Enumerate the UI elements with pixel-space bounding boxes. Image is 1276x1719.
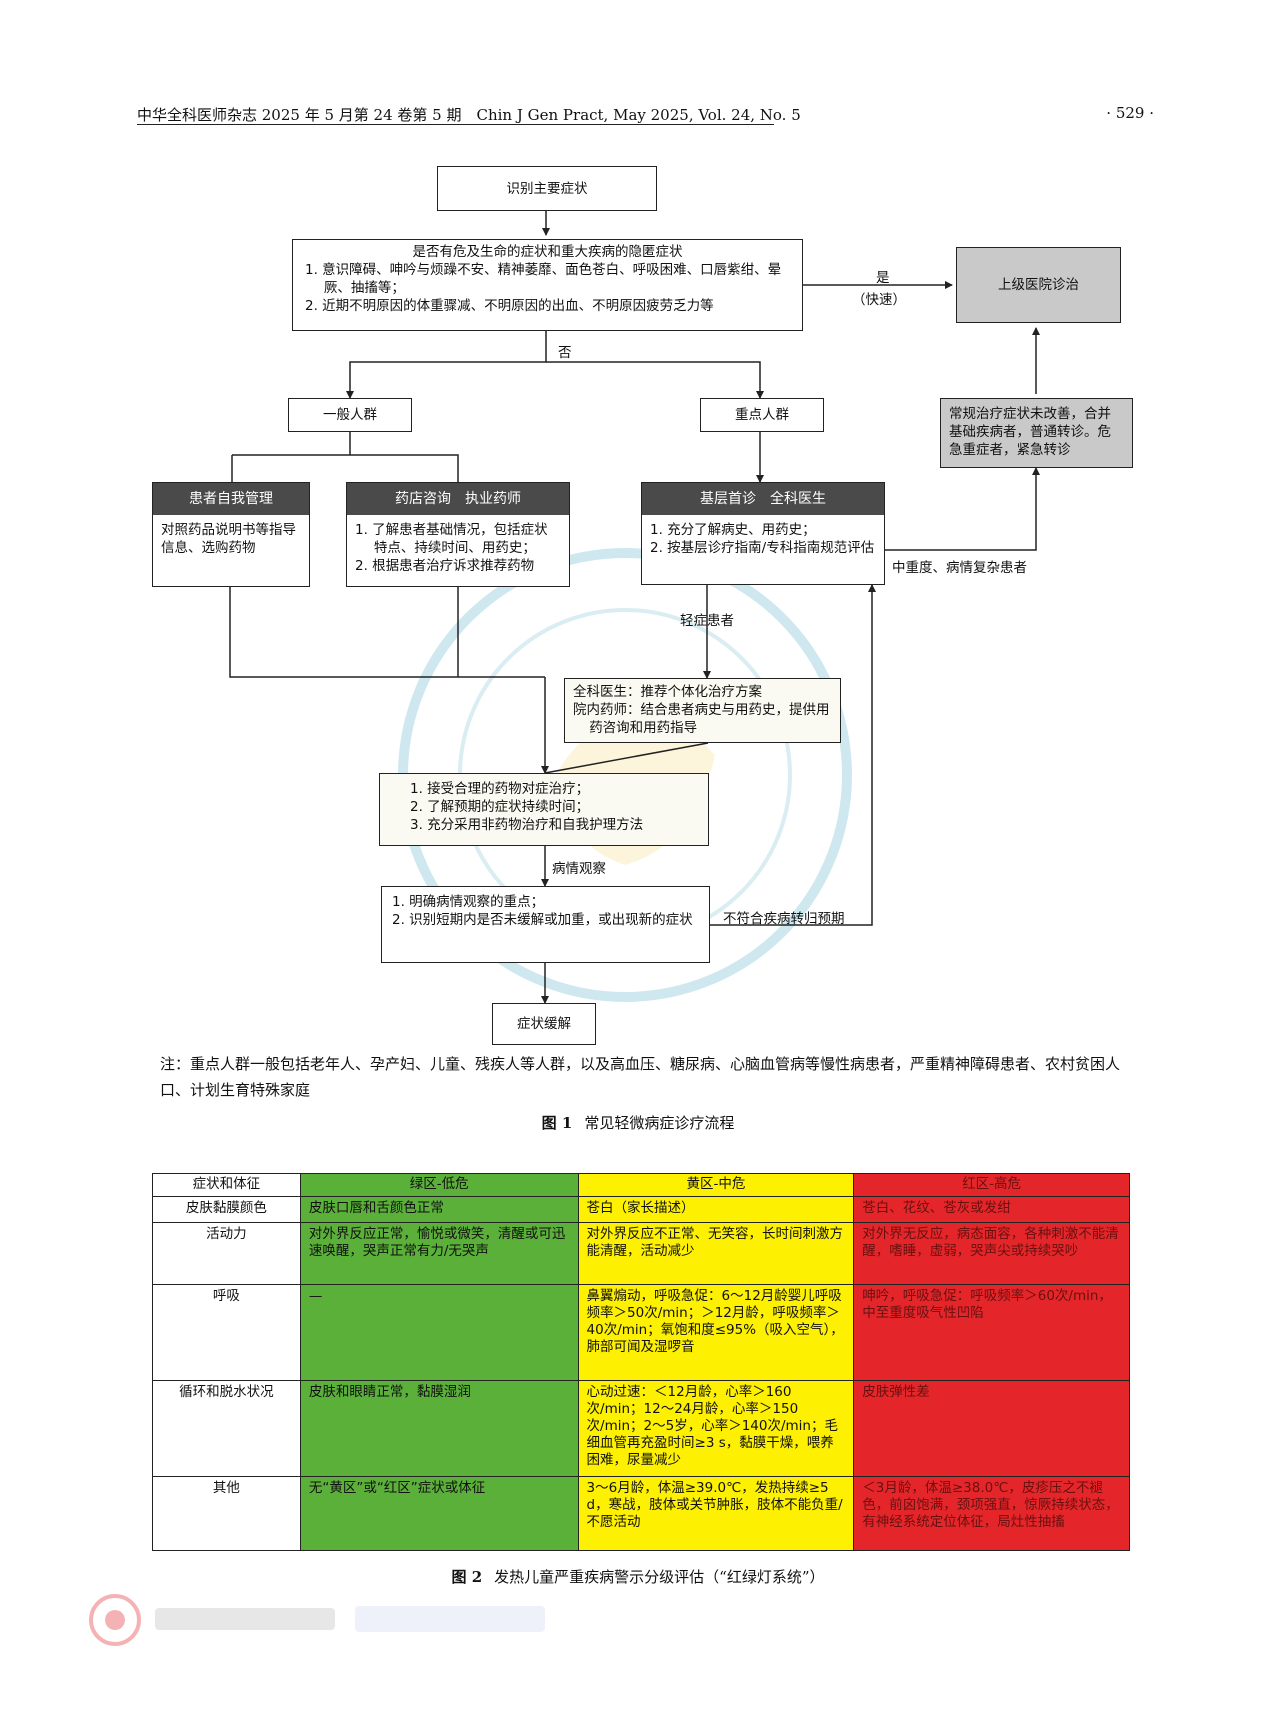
treatment-item: 2. 了解预期的症状持续时间； [410, 799, 590, 815]
observation-box: 1. 明确病情观察的重点； 2. 识别短期内是否未缓解或加重，或出现新的症状 [381, 886, 710, 963]
header-yellow-zone: 黄区-中危 [577, 1173, 855, 1197]
table-row: 皮肤黏膜颜色 皮肤口唇和舌颜色正常 苍白（家长描述） 苍白、花纹、苍灰或发绀 [152, 1196, 1130, 1223]
general-population-box: 一般人群 [288, 398, 412, 432]
danger-screen-title: 是否有危及生命的症状和重大疾病的隐匿症状 [412, 244, 683, 260]
red-cell: 皮肤弹性差 [853, 1380, 1130, 1477]
treatment-item: 1. 接受合理的药物对症治疗； [410, 781, 590, 797]
yellow-cell: 鼻翼煽动，呼吸急促：6～12月龄婴儿呼吸频率＞50次/min；＞12月龄，呼吸频… [577, 1284, 855, 1381]
referral-text: 常规治疗症状未改善，合并基础疾病者，普通转诊。危急重症者，紧急转诊 [949, 406, 1111, 458]
general-population-text: 一般人群 [323, 407, 377, 423]
table-row: 活动力 对外界反应正常，愉悦或微笑，清醒或可迅速唤醒，哭声正常有力/无哭声 对外… [152, 1222, 1130, 1285]
fast-label: （快速） [852, 292, 906, 308]
danger-item: 1. 意识障碍、呻吟与烦躁不安、精神萎靡、面色苍白、呼吸困难、口唇紫绀、晕厥、抽… [305, 262, 782, 296]
key-population-text: 重点人群 [735, 407, 789, 423]
table-row: 其他 无“黄区”或“红区”症状或体征 3～6月龄，体温≥39.0℃，发热持续≥5… [152, 1476, 1130, 1551]
table-row: 呼吸 — 鼻翼煽动，呼吸急促：6～12月龄婴儿呼吸频率＞50次/min；＞12月… [152, 1284, 1130, 1381]
publisher-logo [89, 1594, 545, 1646]
key-population-box: 重点人群 [700, 398, 824, 432]
header-rule [137, 124, 774, 125]
primary-care-box: 基层首诊 全科医生 1. 充分了解病史、用药史； 2. 按基层诊疗指南/专科指南… [641, 482, 885, 585]
identify-symptoms-box: 识别主要症状 [437, 166, 657, 211]
header-red-zone: 红区-高危 [853, 1173, 1130, 1197]
gp-line: 全科医生：推荐个体化治疗方案 [573, 684, 762, 700]
symptom-relief-box: 症状缓解 [492, 1003, 596, 1045]
figure-1-number: 图 1 [541, 1114, 573, 1132]
flowchart-connectors [229, 210, 1040, 1004]
table-row: 循环和脱水状况 皮肤和眼睛正常，黏膜湿润 心动过速：＜12月龄，心率＞160次/… [152, 1380, 1130, 1477]
pharmacy-list: 1. 了解患者基础情况，包括症状特点、持续时间、用药史； 2. 根据患者治疗诉求… [355, 521, 561, 575]
observation-item: 2. 识别短期内是否未缓解或加重，或出现新的症状 [392, 912, 693, 928]
red-cell: 对外界无反应，病态面容，各种刺激不能清醒，嗜睡，虚弱，哭声尖或持续哭吵 [853, 1222, 1130, 1285]
gp-pharmacist-box: 全科医生：推荐个体化治疗方案 院内药师：结合患者病史与用药史，提供用药咨询和用药… [564, 678, 841, 743]
identify-symptoms-text: 识别主要症状 [506, 180, 588, 197]
figure-2-caption: 图 2 发热儿童严重疾病警示分级评估（“红绿灯系统”） [0, 1566, 1276, 1587]
green-cell: 皮肤和眼睛正常，黏膜湿润 [299, 1380, 579, 1477]
running-header: 中华全科医师杂志 2025 年 5 月第 24 卷第 5 期 Chin J Ge… [137, 106, 801, 124]
primary-care-title: 基层首诊 全科医生 [642, 483, 884, 515]
upper-hospital-box: 上级医院诊治 [956, 247, 1121, 323]
self-management-box: 患者自我管理 对照药品说明书等指导信息、选购药物 [152, 482, 310, 587]
primary-care-list: 1. 充分了解病史、用药史； 2. 按基层诊疗指南/专科指南规范评估 [650, 521, 876, 557]
treatment-list: 1. 接受合理的药物对症治疗； 2. 了解预期的症状持续时间； 3. 充分采用非… [410, 780, 678, 834]
row-label: 其他 [152, 1476, 301, 1551]
upper-hospital-text: 上级医院诊治 [998, 277, 1079, 293]
traffic-light-table: 症状和体征 绿区-低危 黄区-中危 红区-高危 皮肤黏膜颜色 皮肤口唇和舌颜色正… [152, 1173, 1130, 1551]
danger-screen-box: 是否有危及生命的症状和重大疾病的隐匿症状 1. 意识障碍、呻吟与烦躁不安、精神萎… [292, 239, 803, 331]
header-green-zone: 绿区-低危 [299, 1173, 579, 1197]
yellow-cell: 对外界反应不正常、无笑容，长时间刺激方能清醒，活动减少 [577, 1222, 855, 1285]
figure-2-number: 图 2 [451, 1568, 483, 1586]
self-management-text: 对照药品说明书等指导信息、选购药物 [161, 522, 296, 556]
red-cell: ＜3月龄，体温≥38.0℃，皮疹压之不褪色，前囟饱满，颈项强直，惊厥持续状态，有… [853, 1476, 1130, 1551]
header-symptoms: 症状和体征 [152, 1173, 301, 1197]
yellow-cell: 心动过速：＜12月龄，心率＞160次/min；12～24月龄，心率＞150次/m… [577, 1380, 855, 1477]
row-label: 活动力 [152, 1222, 301, 1285]
figure-1-caption: 图 1 常见轻微病症诊疗流程 [0, 1112, 1276, 1133]
yellow-cell: 3～6月龄，体温≥39.0℃，发热持续≥5 d，寒战，肢体或关节肿胀，肢体不能负… [577, 1476, 855, 1551]
table-header-row: 症状和体征 绿区-低危 黄区-中危 红区-高危 [152, 1173, 1130, 1197]
green-cell: 无“黄区”或“红区”症状或体征 [299, 1476, 579, 1551]
observation-item: 1. 明确病情观察的重点； [392, 894, 545, 910]
danger-screen-list: 1. 意识障碍、呻吟与烦躁不安、精神萎靡、面色苍白、呼吸困难、口唇紫绀、晕厥、抽… [305, 261, 790, 315]
green-cell: 对外界反应正常，愉悦或微笑，清醒或可迅速唤醒，哭声正常有力/无哭声 [299, 1222, 579, 1285]
primary-care-item: 1. 充分了解病史、用药史； [650, 522, 816, 538]
treatment-box: 1. 接受合理的药物对症治疗； 2. 了解预期的症状持续时间； 3. 充分采用非… [379, 773, 709, 846]
referral-box: 常规治疗症状未改善，合并基础疾病者，普通转诊。危急重症者，紧急转诊 [940, 398, 1133, 468]
observe-label: 病情观察 [552, 861, 606, 877]
pharmacy-title: 药店咨询 执业药师 [347, 483, 569, 515]
figure-1-title: 常见轻微病症诊疗流程 [584, 1114, 735, 1132]
row-label: 循环和脱水状况 [152, 1380, 301, 1477]
nonconform-label: 不符合疾病转归预期 [723, 911, 845, 927]
yellow-cell: 苍白（家长描述） [577, 1196, 855, 1223]
primary-care-item: 2. 按基层诊疗指南/专科指南规范评估 [650, 540, 875, 556]
observation-list: 1. 明确病情观察的重点； 2. 识别短期内是否未缓解或加重，或出现新的症状 [392, 893, 699, 929]
row-label: 皮肤黏膜颜色 [152, 1196, 301, 1223]
pharmacist-line: 院内药师：结合患者病史与用药史，提供用药咨询和用药指导 [573, 702, 830, 736]
treatment-item: 3. 充分采用非药物治疗和自我护理方法 [410, 817, 644, 833]
mild-label: 轻症患者 [680, 613, 734, 629]
pharmacy-item: 2. 根据患者治疗诉求推荐药物 [355, 558, 535, 574]
no-label: 否 [558, 345, 572, 361]
green-cell: 皮肤口唇和舌颜色正常 [299, 1196, 579, 1223]
green-cell: — [299, 1284, 579, 1381]
page-number: · 529 · [1106, 104, 1154, 122]
figure-note: 注：重点人群一般包括老年人、孕产妇、儿童、残疾人等人群，以及高血压、糖尿病、心脑… [160, 1055, 1121, 1099]
red-cell: 苍白、花纹、苍灰或发绀 [853, 1196, 1130, 1223]
red-cell: 呻吟，呼吸急促：呼吸频率＞60次/min，中至重度吸气性凹陷 [853, 1284, 1130, 1381]
danger-item: 2. 近期不明原因的体重骤减、不明原因的出血、不明原因疲劳乏力等 [305, 298, 714, 314]
figure-2-title: 发热儿童严重疾病警示分级评估（“红绿灯系统”） [494, 1568, 825, 1586]
yes-label: 是 [876, 270, 890, 286]
moderate-severe-label: 中重度、病情复杂患者 [892, 560, 1027, 576]
self-management-title: 患者自我管理 [153, 483, 309, 515]
symptom-relief-text: 症状缓解 [517, 1016, 571, 1032]
row-label: 呼吸 [152, 1284, 301, 1381]
pharmacy-item: 1. 了解患者基础情况，包括症状特点、持续时间、用药史； [355, 522, 548, 556]
pharmacy-box: 药店咨询 执业药师 1. 了解患者基础情况，包括症状特点、持续时间、用药史； 2… [346, 482, 570, 587]
